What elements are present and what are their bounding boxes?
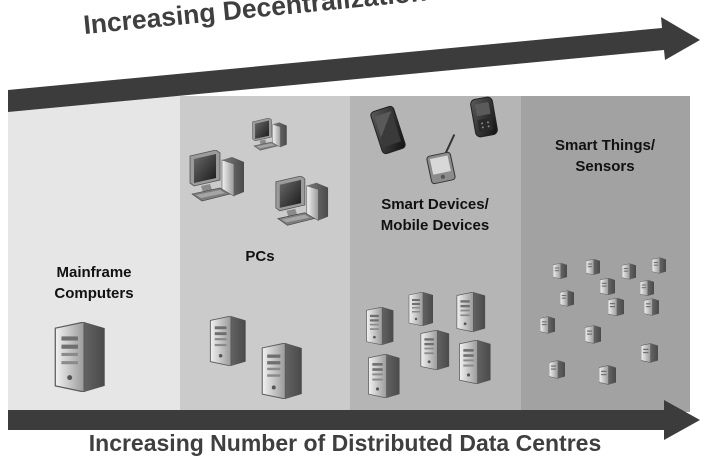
stage-label-line: Mainframe bbox=[56, 264, 132, 281]
top-arrow bbox=[8, 17, 700, 112]
sensor-box-icon bbox=[585, 325, 601, 344]
server-icon bbox=[420, 330, 450, 370]
stage-label-line: Smart Things/ bbox=[554, 137, 655, 154]
sensor-box-icon bbox=[608, 298, 624, 316]
desktop-computer-icon bbox=[252, 118, 288, 151]
sensor-box-icon bbox=[640, 280, 654, 296]
sensor-box-icon bbox=[622, 263, 636, 280]
stage-label-line: Sensors bbox=[575, 158, 635, 175]
desktop-computer-icon bbox=[275, 176, 329, 226]
stage-label-line: Smart Devices/ bbox=[381, 196, 489, 213]
server-icon bbox=[408, 292, 434, 326]
sensor-box-icon bbox=[599, 365, 616, 385]
pda-stylus-icon bbox=[426, 134, 456, 185]
smartphone-icon bbox=[470, 96, 498, 138]
sensor-box-icon bbox=[540, 316, 555, 334]
server-icon bbox=[366, 307, 394, 345]
stage-label-line: Computers bbox=[54, 285, 134, 302]
server-icon bbox=[368, 354, 400, 398]
stage-label-smart-things: Smart Things/ Sensors bbox=[530, 135, 680, 177]
server-tower-icon bbox=[53, 322, 107, 392]
stage-label-line: Mobile Devices bbox=[380, 217, 490, 234]
sensor-box-icon bbox=[549, 360, 565, 379]
bottom-arrow-label: Increasing Number of Distributed Data Ce… bbox=[88, 430, 602, 456]
sensor-box-icon bbox=[641, 343, 658, 363]
sensor-box-icon bbox=[586, 259, 600, 275]
server-icon bbox=[458, 340, 492, 384]
sensor-box-icon bbox=[600, 278, 615, 295]
stage-label-smart-devices: Smart Devices/ Mobile Devices bbox=[360, 194, 510, 236]
stage-band-smart-things bbox=[521, 96, 690, 412]
stage-label-pcs: PCs bbox=[230, 246, 290, 267]
server-icon bbox=[209, 316, 247, 366]
sensor-box-icon bbox=[553, 263, 567, 279]
server-icon bbox=[456, 292, 486, 332]
stage-label-mainframe: Mainframe Computers bbox=[8, 262, 180, 304]
sensor-box-icon bbox=[652, 257, 666, 274]
bottom-arrow bbox=[8, 400, 700, 440]
sensor-box-icon bbox=[644, 298, 659, 316]
smartphone-icon bbox=[370, 105, 406, 155]
sensor-box-icon bbox=[560, 290, 574, 307]
stage-label-line: PCs bbox=[245, 248, 275, 265]
desktop-computer-icon bbox=[189, 150, 245, 202]
server-icon bbox=[261, 343, 303, 399]
